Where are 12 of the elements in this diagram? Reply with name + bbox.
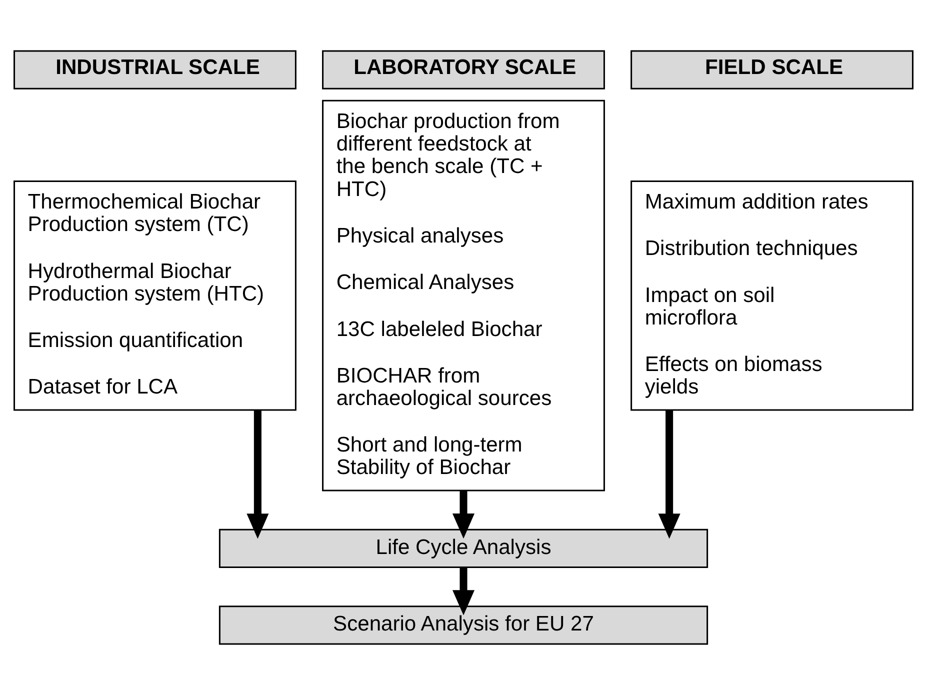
node-box: Thermochemical Biochar Production system (TC) Hydrothermal Biochar Production system (HTC) Emission quantification Dataset for LCA [14,180,296,410]
node-box: LABORATORY SCALE [322,50,605,89]
arrow [452,566,475,615]
arrow [246,410,269,538]
node-box: Biochar production from different feedstock at the bench scale (TC + HTC) Physical analyses Chemical Analyses 13C labeleled Biochar BIOCHAR from archaeological sources Short and long-term Stability of Biochar [322,99,605,491]
node-box: Life Cycle Analysis [218,528,708,568]
node-box: INDUSTRIAL SCALE [14,50,296,89]
arrow [658,410,680,538]
node-box: FIELD SCALE [630,50,914,89]
node-box: Maximum addition rates Distribution techniques Impact on soil microflora Effects on biomass yields [630,180,914,410]
node-box: Scenario Analysis for EU 27 [218,605,708,644]
arrow [452,490,475,538]
